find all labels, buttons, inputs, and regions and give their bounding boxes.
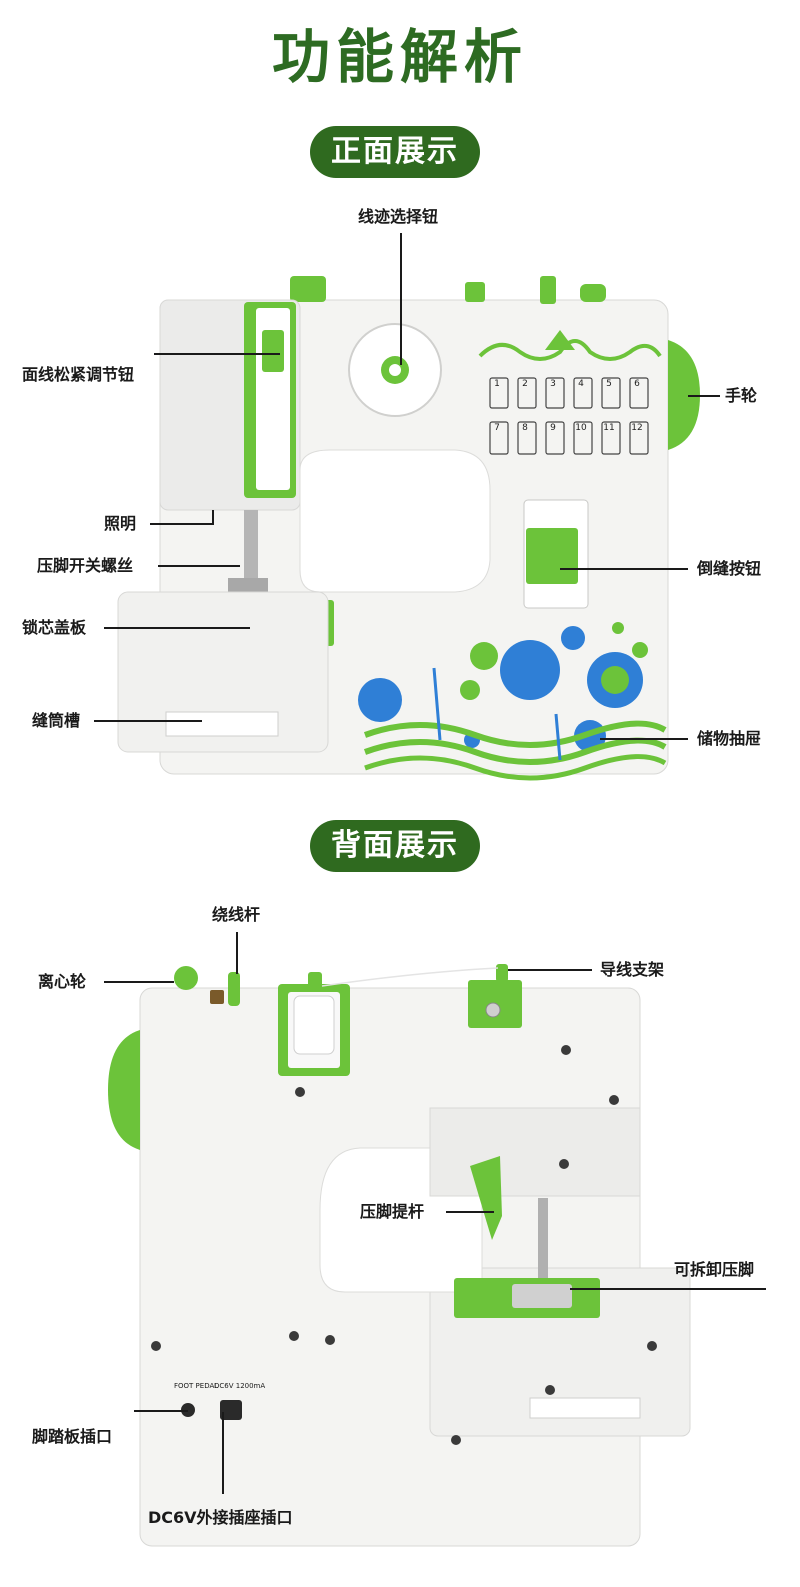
leader-line [134,1410,188,1412]
back-section-label: 背面展示 [310,820,480,872]
page-title: 功能解析 [271,23,528,91]
leader-line [236,932,238,974]
callout-presser-foot-screw: 压脚开关螺丝 [37,556,134,575]
leader-line [446,1211,494,1213]
leader-line [104,981,174,983]
leader-line [508,969,592,971]
leader-line [560,568,688,570]
callout-bobbin-cover: 锁芯盖板 [22,618,87,637]
leader-line [158,565,240,567]
callout-pedal-port: 脚踏板插口 [32,1427,113,1446]
leader-line [154,353,280,355]
callout-winder-rod: 绕线杆 [212,905,261,924]
callout-bobbin-slot: 缝筒槽 [32,711,81,730]
leader-line [212,510,214,525]
callout-dc-port: DC6V外接插座插口 [148,1508,293,1527]
front-machine-image [117,276,700,781]
callout-stitch-selector: 线迹选择钮 [358,207,439,226]
leader-line [400,233,402,365]
callout-storage-drawer: 储物抽屉 [697,729,762,748]
front-section-label: 正面展示 [310,126,480,178]
leader-line [150,523,214,525]
leader-line [688,395,720,397]
callout-tension-knob: 面线松紧调节钮 [22,365,135,384]
callout-light: 照明 [104,514,137,533]
dc-port-label: DC6V 1200mA [214,1382,266,1390]
callout-thread-guide: 导线支架 [600,960,665,979]
callout-eccentric-wheel: 离心轮 [38,972,87,991]
callout-reverse-button: 倒缝按钮 [697,559,762,578]
callout-removable-foot: 可拆卸压脚 [674,1260,755,1279]
callout-presser-lift: 压脚提杆 [360,1202,425,1221]
leader-line [104,627,250,629]
leader-line [600,738,688,740]
callout-handwheel: 手轮 [725,386,758,405]
back-machine-image [108,964,691,1547]
pedal-port-label: FOOT PEDAL [174,1382,219,1390]
leader-line [94,720,202,722]
leader-line [570,1288,766,1290]
leader-line [222,1412,224,1494]
